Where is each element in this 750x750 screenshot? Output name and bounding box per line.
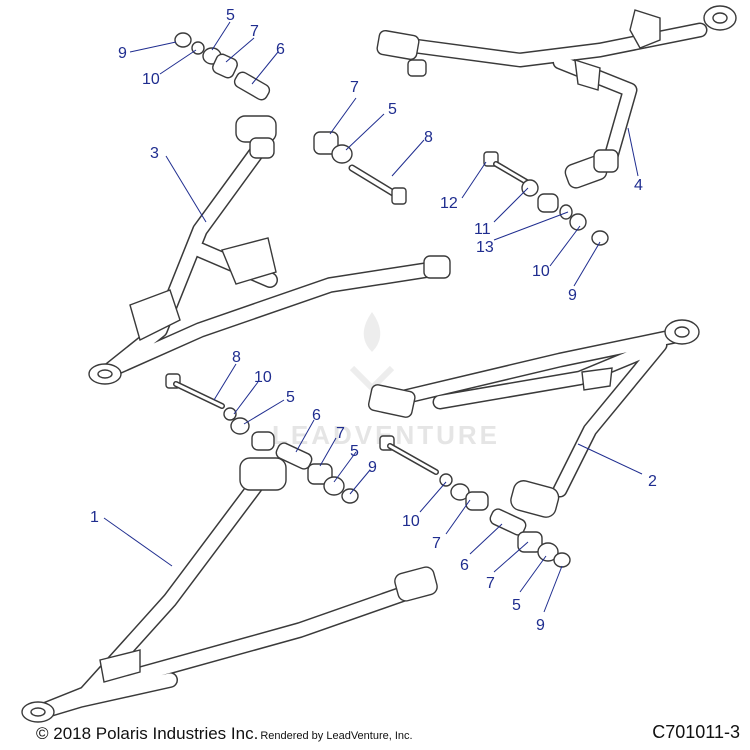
diagram-code: C701011-3 — [652, 722, 740, 742]
callout-9-bottom: 9 — [536, 617, 545, 634]
callout-10-right: 10 — [532, 263, 550, 280]
a-arm-part-3 — [88, 115, 451, 385]
callout-10-top: 10 — [142, 71, 160, 88]
callout-10-bottom: 10 — [402, 513, 420, 530]
callout-7-upper: 7 — [350, 79, 359, 96]
callout-6-top: 6 — [276, 41, 285, 58]
hardware-lower-right — [379, 435, 571, 568]
hardware-upper-right — [483, 151, 609, 246]
callout-6-bottom: 6 — [460, 557, 469, 574]
callout-5-lower-b: 5 — [350, 443, 359, 460]
callout-12: 12 — [440, 195, 458, 212]
callout-2: 2 — [648, 473, 657, 490]
callout-11: 11 — [474, 221, 491, 238]
copyright-text: © 2018 Polaris Industries Inc. — [36, 724, 259, 743]
rendered-by-text: Rendered by LeadVenture, Inc. — [260, 730, 413, 742]
callout-5-bottom: 5 — [512, 597, 521, 614]
callout-5-upper: 5 — [388, 101, 397, 118]
callout-8-lower: 8 — [232, 349, 241, 366]
callout-7-top: 7 — [250, 23, 259, 40]
callout-5-top: 5 — [226, 7, 235, 24]
callout-4: 4 — [634, 177, 643, 194]
callout-7-bottom-b: 7 — [486, 575, 495, 592]
hardware-upper-center — [313, 131, 407, 205]
callout-9-lower: 9 — [368, 459, 377, 476]
callout-8-upper: 8 — [424, 129, 433, 146]
leader-lines — [103, 21, 643, 613]
callout-numbers: 1 2 3 4 9 10 5 7 6 7 5 8 12 11 13 10 9 8… — [90, 7, 657, 634]
callout-7-lower: 7 — [336, 425, 345, 442]
callout-13: 13 — [476, 239, 494, 256]
callout-10-lower: 10 — [254, 369, 272, 386]
callout-7-bottom: 7 — [432, 535, 441, 552]
hardware-lower-left — [165, 373, 359, 504]
a-arm-part-2 — [367, 319, 700, 518]
callout-9-top: 9 — [118, 45, 127, 62]
callout-9-right: 9 — [568, 287, 577, 304]
callout-1: 1 — [90, 509, 99, 526]
hardware-top-left — [174, 32, 271, 101]
callout-5-lower: 5 — [286, 389, 295, 406]
callout-6-lower: 6 — [312, 407, 321, 424]
callout-3: 3 — [150, 145, 159, 162]
a-arm-part-4 — [376, 5, 737, 189]
footer-credits: © 2018 Polaris Industries Inc.Rendered b… — [36, 724, 413, 744]
a-arm-part-1 — [21, 457, 438, 723]
